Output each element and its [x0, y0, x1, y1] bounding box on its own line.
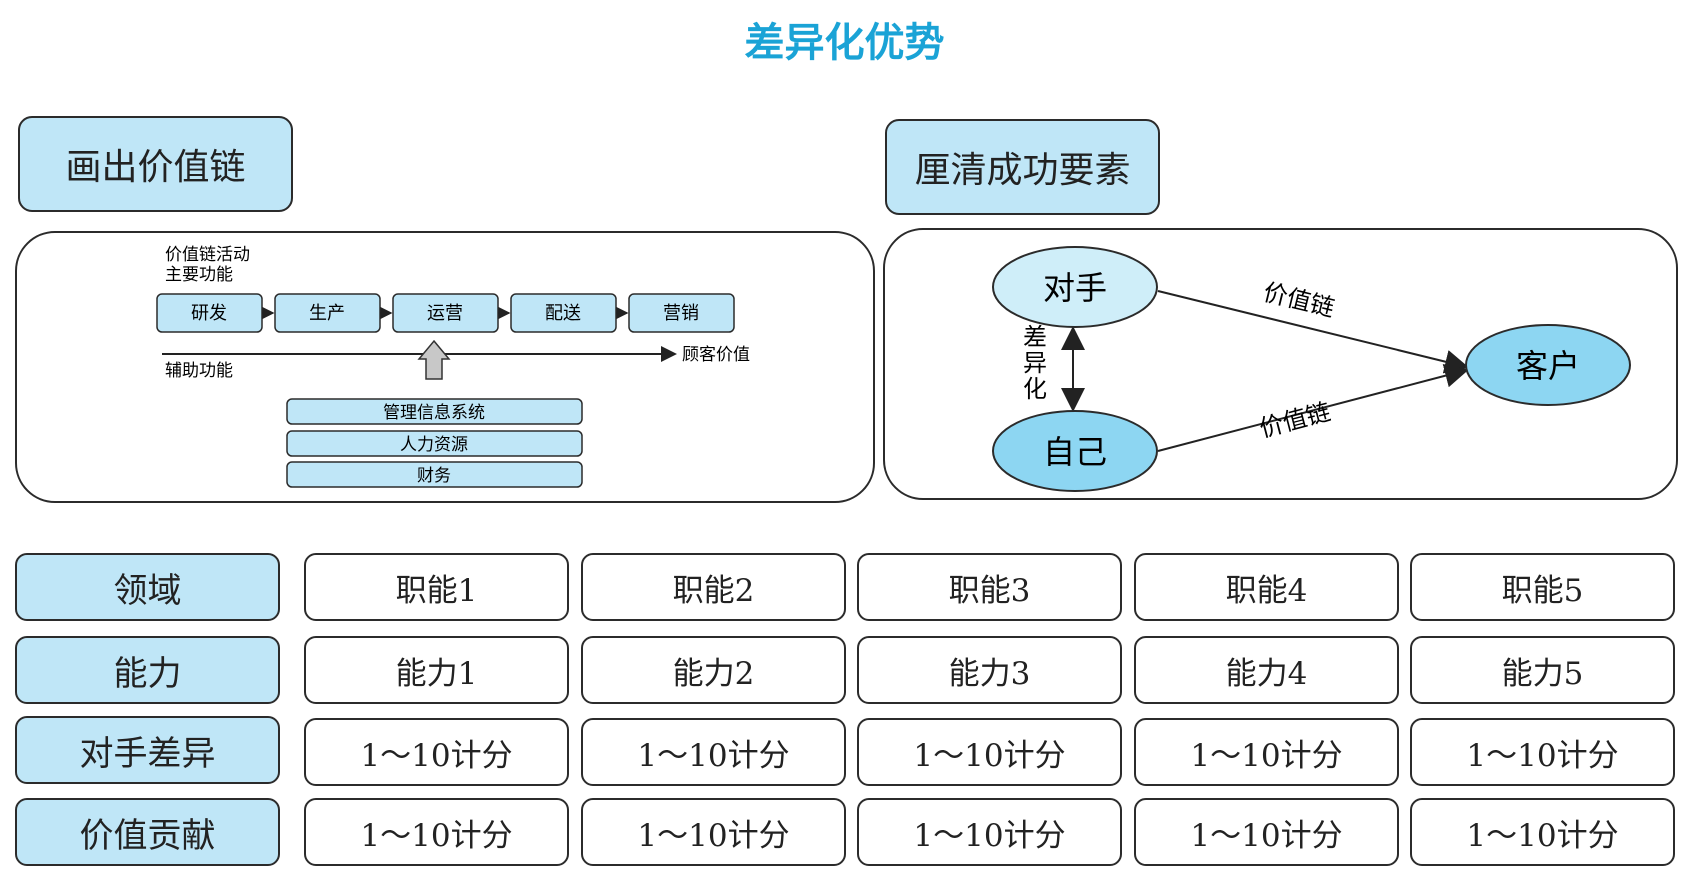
primary-activity-0: 研发 — [156, 293, 263, 333]
value-chain-edge-label: 价值链 — [1257, 398, 1334, 443]
matrix-cell: 1～10计分 — [581, 718, 846, 786]
primary-activity-label: 营销 — [663, 303, 699, 324]
matrix-cell: 职能4 — [1134, 553, 1399, 621]
primary-activity-2: 运营 — [392, 293, 499, 333]
matrix-cell: 1～10计分 — [857, 798, 1122, 866]
row-label-capability: 能力 — [15, 636, 280, 704]
primary-activity-label: 生产 — [309, 303, 345, 324]
chain-caption-1: 价值链活动 — [165, 245, 250, 265]
matrix-cell: 职能3 — [857, 553, 1122, 621]
matrix-cell: 1～10计分 — [1410, 798, 1675, 866]
primary-activity-3: 配送 — [510, 293, 617, 333]
value-chain-diagram: 价值链活动 主要功能 研发 生产 运营 配送 营销 顾客价值 辅助功能 — [156, 245, 750, 488]
differentiation-char: 异 — [1023, 349, 1047, 377]
customer-label: 客户 — [1516, 347, 1580, 385]
primary-activity-label: 配送 — [545, 303, 581, 324]
matrix-cell: 能力1 — [304, 636, 569, 704]
primary-activity-1: 生产 — [274, 293, 381, 333]
matrix-cell: 1～10计分 — [1134, 718, 1399, 786]
support-functions-label: 辅助功能 — [165, 361, 233, 381]
matrix-cell: 1～10计分 — [581, 798, 846, 866]
customer-node: 客户 — [1465, 324, 1631, 406]
support-activity-1: 人力资源 — [286, 430, 583, 457]
self-label: 自己 — [1043, 433, 1107, 471]
matrix-cell: 职能5 — [1410, 553, 1675, 621]
matrix-cell: 能力2 — [581, 636, 846, 704]
support-activity-label: 人力资源 — [400, 435, 468, 455]
primary-activity-label: 研发 — [191, 303, 227, 324]
support-activity-0: 管理信息系统 — [286, 398, 583, 425]
support-activity-label: 财务 — [417, 466, 451, 486]
rival-to-customer-edge — [1157, 290, 1469, 374]
customer-value-label: 顾客价值 — [682, 345, 750, 365]
matrix-cell: 1～10计分 — [304, 718, 569, 786]
matrix-cell: 1～10计分 — [857, 718, 1122, 786]
matrix-cell: 职能2 — [581, 553, 846, 621]
self-to-customer-edge — [1157, 363, 1469, 452]
value-chain-panel: 价值链活动 主要功能 研发 生产 运营 配送 营销 顾客价值 辅助功能 — [15, 231, 875, 503]
success-factors-panel: 对手 自己 客户 差 异 化 价值链 价值链 — [883, 228, 1678, 500]
matrix-cell: 1～10计分 — [1134, 798, 1399, 866]
primary-activity-label: 运营 — [427, 303, 463, 324]
rival-label: 对手 — [1043, 269, 1107, 307]
row-label-value-contribution: 价值贡献 — [15, 798, 280, 866]
value-chain-edge-label: 价值链 — [1261, 278, 1338, 322]
competitor-diagram: 对手 自己 客户 差 异 化 价值链 价值链 — [992, 246, 1631, 492]
rival-node: 对手 — [992, 246, 1158, 328]
row-label-domain: 领域 — [15, 553, 280, 621]
matrix-cell: 能力5 — [1410, 636, 1675, 704]
row-label-rival-difference: 对手差异 — [15, 716, 280, 784]
differentiation-char: 化 — [1023, 375, 1047, 403]
value-chain-header: 画出价值链 — [18, 116, 293, 212]
matrix-cell: 能力3 — [857, 636, 1122, 704]
matrix-cell: 能力4 — [1134, 636, 1399, 704]
matrix-cell: 1～10计分 — [1410, 718, 1675, 786]
matrix-cell: 1～10计分 — [304, 798, 569, 866]
self-node: 自己 — [992, 410, 1158, 492]
support-activity-2: 财务 — [286, 461, 583, 488]
page-title: 差异化优势 — [744, 20, 945, 66]
support-activity-label: 管理信息系统 — [383, 403, 485, 423]
differentiation-char: 差 — [1023, 323, 1047, 351]
chain-caption-2: 主要功能 — [165, 265, 233, 285]
up-arrow-icon — [417, 339, 451, 380]
success-factors-header: 厘清成功要素 — [885, 119, 1160, 215]
matrix-cell: 职能1 — [304, 553, 569, 621]
primary-activity-4: 营销 — [628, 293, 735, 333]
